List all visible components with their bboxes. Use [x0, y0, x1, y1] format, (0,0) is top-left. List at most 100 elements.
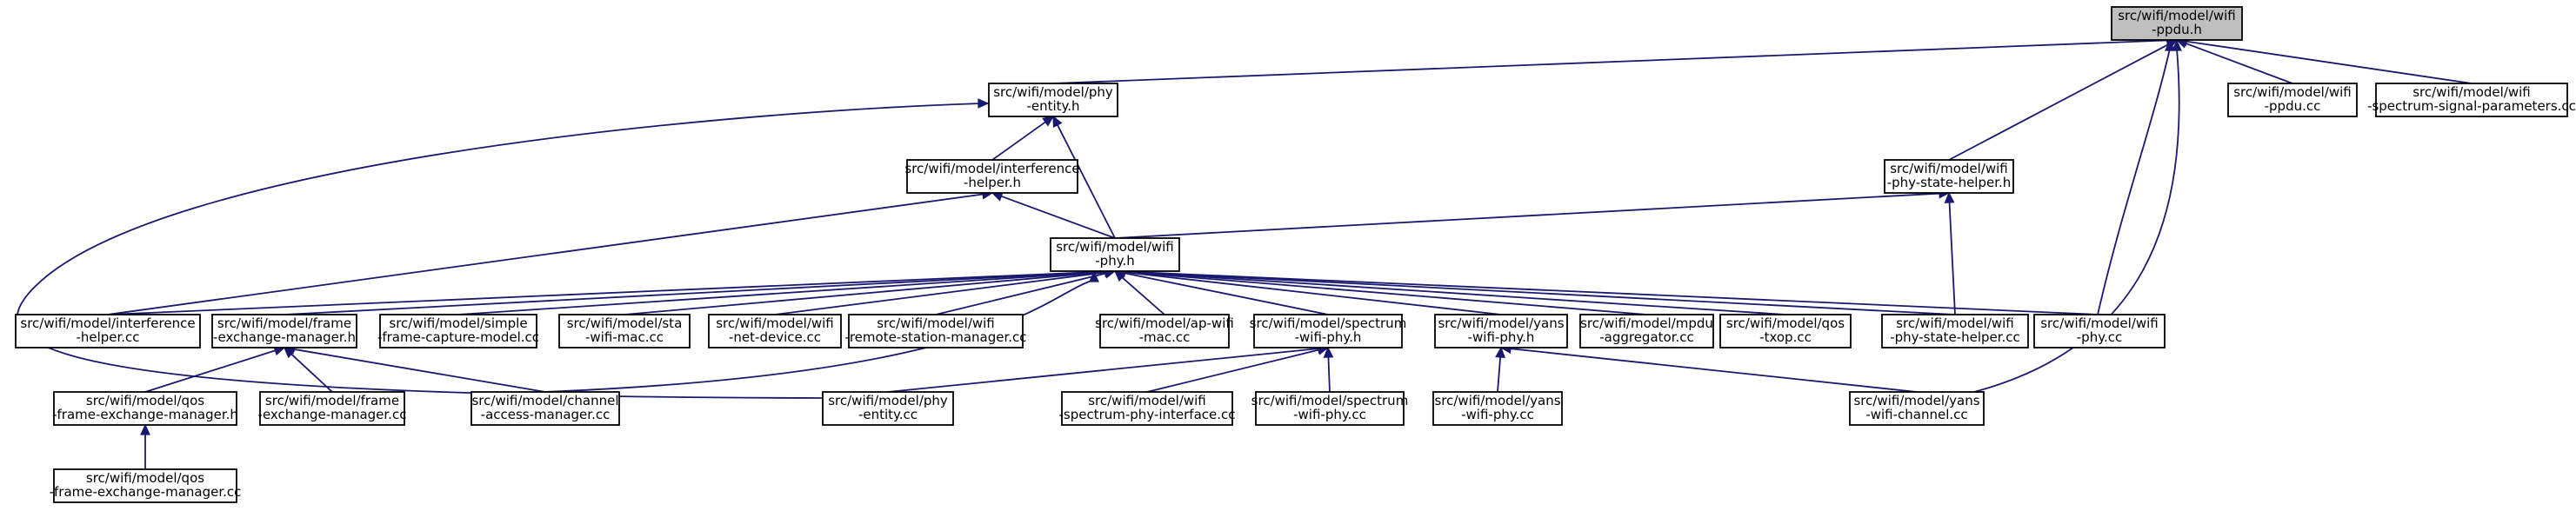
node-label-path: src/wifi/model/wifi: [1056, 239, 1174, 255]
node-label-path: src/wifi/model/wifi: [2040, 315, 2159, 331]
node-phy-state-cc[interactable]: src/wifi/model/wifi-phy-state-helper.cc: [1881, 314, 2029, 348]
node-box: [906, 159, 1078, 194]
node-spi-cc[interactable]: src/wifi/model/wifi-spectrum-phy-interfa…: [1058, 391, 1236, 426]
node-qos-fem-h[interactable]: src/wifi/model/qos-frame-exchange-manage…: [52, 391, 238, 426]
edge-ssp_cc-to-root: [2175, 36, 2473, 84]
node-phy-state-h[interactable]: src/wifi/model/wifi-phy-state-helper.h: [1884, 159, 2014, 194]
node-box: [15, 314, 201, 348]
node-label-path: src/wifi/model/frame: [217, 315, 351, 331]
node-label-file: -exchange-manager.h: [213, 329, 356, 345]
node-box: [988, 83, 1118, 117]
edge-line: [1052, 39, 2169, 84]
node-box: [470, 391, 620, 426]
node-box: [259, 391, 405, 426]
node-label-path: src/wifi/model/frame: [265, 393, 399, 408]
node-label-path: src/wifi/model/wifi: [716, 315, 834, 331]
node-label-file: -wifi-phy.h: [1295, 329, 1362, 345]
node-label-path: src/wifi/model/simple: [389, 315, 527, 331]
edge-line: [1000, 195, 1116, 239]
node-net-device-cc[interactable]: src/wifi/model/wifi-net-device.cc: [708, 314, 842, 348]
edge-line: [1123, 271, 1502, 315]
node-fem-cc[interactable]: src/wifi/model/frame-exchange-manager.cc: [258, 391, 407, 426]
node-box: [1253, 314, 1403, 348]
edge-line: [887, 348, 1320, 393]
node-label-file: -wifi-phy.h: [1468, 329, 1535, 345]
edge-spi_cc-to-spectrum_phy_h: [1146, 345, 1330, 393]
node-label-path: src/wifi/model/interference: [20, 315, 195, 331]
node-yans-phy-cc[interactable]: src/wifi/model/yans-wifi-phy.cc: [1432, 391, 1563, 426]
node-box: [1050, 237, 1180, 272]
edge-line: [1327, 355, 1331, 393]
node-yans-phy-h[interactable]: src/wifi/model/yans-wifi-phy.h: [1434, 314, 1568, 348]
node-yans-channel-cc[interactable]: src/wifi/model/yans-wifi-channel.cc: [1849, 391, 1985, 426]
node-label-file: -helper.h: [964, 175, 1021, 190]
node-label-file: -exchange-manager.cc: [258, 407, 407, 422]
edge-line: [1123, 272, 1329, 315]
node-qos-txop-cc[interactable]: src/wifi/model/qos-txop.cc: [1719, 314, 1852, 348]
node-phy-entity-h[interactable]: src/wifi/model/phy-entity.h: [988, 83, 1118, 117]
node-interference-h[interactable]: src/wifi/model/interference-helper.h: [904, 159, 1080, 194]
edge-line: [144, 349, 277, 393]
edge-line: [2185, 42, 2293, 84]
node-label-path: src/wifi/model/sta: [567, 315, 683, 331]
node-label-path: src/wifi/model/phy: [828, 393, 948, 408]
edge-line: [1973, 41, 2180, 393]
node-fem-h[interactable]: src/wifi/model/frame-exchange-manager.h: [211, 314, 357, 348]
node-label-path: src/wifi/model/spectrum: [1251, 393, 1409, 408]
edge-qos_fem_h-to-fem_h: [144, 345, 286, 393]
node-cam-cc[interactable]: src/wifi/model/channel-access-manager.cc: [470, 391, 620, 426]
node-label-file: -spectrum-phy-interface.cc: [1058, 407, 1235, 422]
edge-wifi_phy_cc-to-wifi_phy_h: [1113, 266, 2100, 315]
node-qos-fem-cc[interactable]: src/wifi/model/qos-frame-exchange-manage…: [50, 468, 242, 503]
node-box: [848, 314, 1024, 348]
node-box: [1255, 391, 1405, 426]
node-interference-cc[interactable]: src/wifi/model/interference-helper.cc: [15, 314, 201, 348]
node-box: [1884, 159, 2014, 194]
edge-qos_fem_cc-to-qos_fem_h: [140, 423, 150, 469]
edge-line: [1114, 192, 1941, 239]
node-box: [1061, 391, 1233, 426]
node-spectrum-phy-cc[interactable]: src/wifi/model/spectrum-wifi-phy.cc: [1251, 391, 1409, 426]
node-wifi-phy-h[interactable]: src/wifi/model/wifi-phy.h: [1050, 237, 1180, 272]
node-box: [708, 314, 842, 348]
node-phy-entity-cc[interactable]: src/wifi/model/phy-entity.cc: [822, 391, 954, 426]
nodes-layer: src/wifi/model/wifi -ppdu.h src/wifi/model…: [15, 6, 2576, 503]
node-label-file: -entity.cc: [858, 407, 918, 422]
node-simple-fcm-cc[interactable]: src/wifi/model/simple-frame-capture-mode…: [377, 314, 539, 348]
node-label-path: src/wifi/model/interference: [904, 161, 1079, 176]
node-box: [1099, 314, 1230, 348]
node-box: [1434, 314, 1568, 348]
node-mpdu-agg-cc[interactable]: src/wifi/model/mpdu-aggregator.cc: [1579, 314, 1714, 348]
node-label-path: src/wifi/model/phy: [993, 84, 1113, 100]
edge-line: [1497, 355, 1502, 393]
node-box: [379, 314, 537, 348]
edge-simple_fcm_cc-to-wifi_phy_h: [457, 266, 1117, 315]
edge-line: [284, 270, 1107, 315]
node-label-file: -frame-exchange-manager.cc: [50, 484, 242, 500]
node-label-file: -phy.h: [1095, 253, 1134, 269]
edge-yans_phy_cc-to-yans_phy_h: [1495, 346, 1506, 393]
node-label-path: src/wifi/model/qos: [86, 393, 204, 408]
node-wifi-phy-cc[interactable]: src/wifi/model/wifi-phy.cc: [2033, 314, 2166, 348]
node-box: [211, 314, 357, 348]
edge-phy_state_cc-to-phy_state_h: [1944, 191, 1956, 315]
node-rsm-cc[interactable]: src/wifi/model/wifi-remote-station-manag…: [844, 314, 1027, 348]
node-label-file: -ppdu.h: [2152, 22, 2202, 37]
node-ssp-cc[interactable]: src/wifi/model/wifi-spectrum-signal-para…: [2367, 83, 2576, 117]
node-sta-mac-cc[interactable]: src/wifi/model/sta-wifi-mac.cc: [558, 314, 691, 348]
node-label-file: -wifi-phy.cc: [1293, 407, 1366, 422]
node-spectrum-phy-h[interactable]: src/wifi/model/spectrum-wifi-phy.h: [1250, 314, 1407, 348]
node-label-file: -phy-state-helper.h: [1887, 175, 2012, 190]
edge-ap_mac_cc-to-wifi_phy_h: [1113, 270, 1165, 315]
edge-arrowhead: [140, 423, 150, 435]
node-label-file: -access-manager.cc: [481, 407, 611, 422]
node-label-path: src/wifi/model/mpdu: [1580, 315, 1713, 331]
node-box: [2375, 83, 2568, 117]
edge-arrowhead: [1052, 115, 1063, 129]
edge-phy_entity_cc-to-phy_entity_h: [16, 98, 990, 399]
edge-line: [1146, 348, 1320, 393]
node-ap-mac-cc[interactable]: src/wifi/model/ap-wifi-mac.cc: [1095, 314, 1234, 348]
node-wifi-ppdu-cc[interactable]: src/wifi/model/wifi-ppdu.cc: [2227, 83, 2358, 117]
edge-line: [1948, 43, 2170, 161]
node-label-path: src/wifi/model/yans: [1438, 315, 1564, 331]
